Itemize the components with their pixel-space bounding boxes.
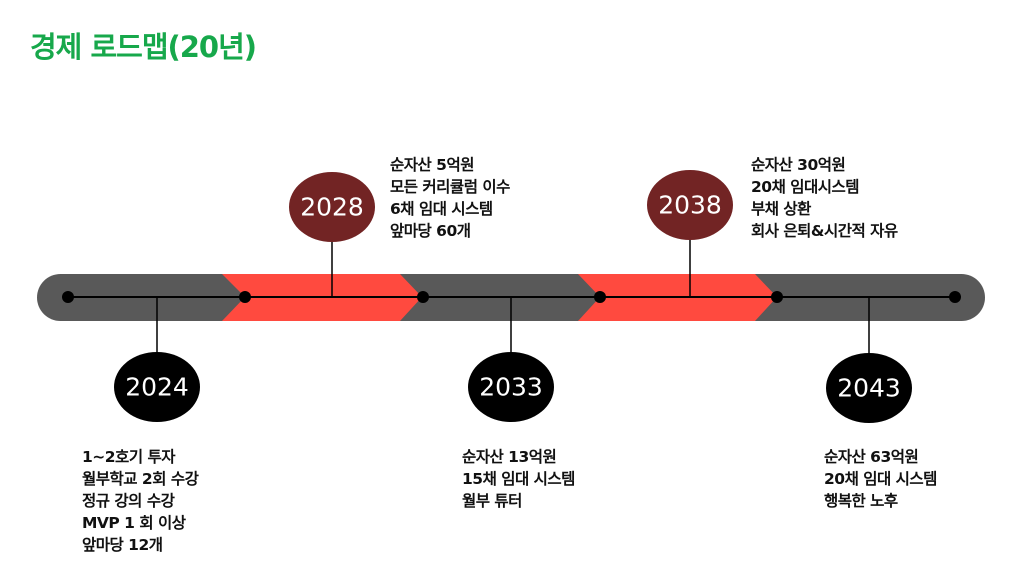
timeline-dot [771,291,783,303]
note-line: 앞마당 12개 [82,536,163,554]
milestone-notes-2043: 순자산 63억원 20채 임대 시스템 행복한 노후 [824,446,937,512]
note-line: 20채 임대 시스템 [824,470,937,488]
milestone-year: 2038 [658,191,722,220]
milestone-year: 2043 [837,374,901,403]
milestone-2024: 2024 [114,352,200,422]
note-line: 월부학교 2회 수강 [82,470,199,488]
timeline-dot [62,291,74,303]
milestone-2038: 2038 [647,170,733,240]
note-line: 모든 커리큘럼 이수 [390,178,510,196]
note-line: 순자산 13억원 [462,448,557,466]
note-line: MVP 1 회 이상 [82,514,186,532]
note-line: 행복한 노후 [824,492,898,510]
milestone-notes-2033: 순자산 13억원 15채 임대 시스템 월부 튜터 [462,446,575,512]
timeline-dot [594,291,606,303]
note-line: 1~2호기 투자 [82,448,176,466]
note-line: 회사 은퇴&시간적 자유 [751,222,898,240]
milestone-2043: 2043 [826,353,912,423]
milestone-year: 2024 [125,373,189,402]
timeline-dot [239,291,251,303]
timeline-dot [417,291,429,303]
milestone-notes-2024: 1~2호기 투자 월부학교 2회 수강 정규 강의 수강 MVP 1 회 이상 … [82,446,199,556]
note-line: 순자산 30억원 [751,156,846,174]
note-line: 15채 임대 시스템 [462,470,575,488]
note-line: 정규 강의 수강 [82,492,175,510]
note-line: 20채 임대시스템 [751,178,860,196]
note-line: 앞마당 60개 [390,222,471,240]
milestone-notes-2038: 순자산 30억원 20채 임대시스템 부채 상환 회사 은퇴&시간적 자유 [751,154,898,242]
page-title: 경제 로드맵(20년) [30,30,257,64]
milestone-notes-2028: 순자산 5억원 모든 커리큘럼 이수 6채 임대 시스템 앞마당 60개 [390,154,510,242]
timeline-dot [949,291,961,303]
milestone-year: 2033 [479,373,543,402]
milestone-2033: 2033 [468,352,554,422]
note-line: 6채 임대 시스템 [390,200,493,218]
milestone-year: 2028 [300,193,364,222]
note-line: 순자산 63억원 [824,448,919,466]
milestone-2028: 2028 [289,172,375,242]
note-line: 순자산 5억원 [390,156,474,174]
note-line: 부채 상환 [751,200,811,218]
note-line: 월부 튜터 [462,492,522,510]
